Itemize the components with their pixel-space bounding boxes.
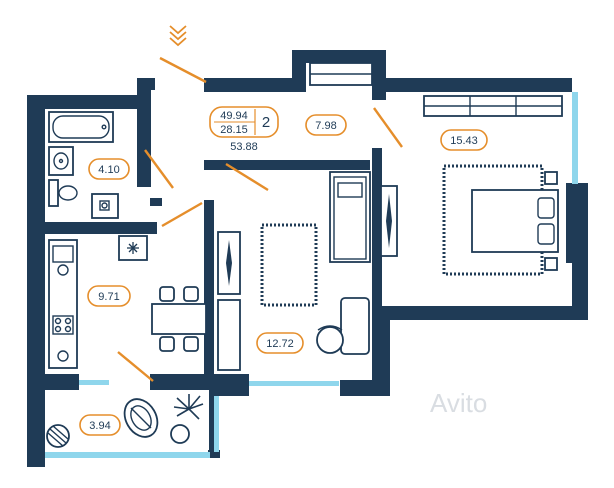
bathroom-area-label: 4.10 [88, 158, 130, 180]
balcony-ball [46, 424, 70, 448]
hall-area-label: 7.98 [305, 114, 347, 136]
balcony-area-label: 3.94 [79, 414, 121, 436]
kitchen-counter [48, 239, 78, 369]
entrance-chevron-icon [169, 25, 187, 47]
living-room-area-label: 12.72 [256, 332, 304, 354]
svg-text:7.98: 7.98 [315, 120, 336, 132]
bedroom-area-label: 15.43 [440, 129, 488, 151]
kitchen-fan-icon [118, 235, 148, 261]
outer-walls [27, 50, 588, 467]
door-swings [117, 56, 403, 382]
tv-stand-bedroom [380, 185, 398, 257]
dining-table [151, 286, 207, 352]
wardrobe-living [217, 299, 241, 371]
gross-area: 53.88 [230, 141, 258, 153]
desk-chair [316, 297, 370, 355]
washing-machine [91, 193, 119, 219]
watermark-text: Avito [430, 388, 487, 418]
interior-walls [45, 95, 382, 376]
svg-text:9.71: 9.71 [98, 291, 119, 303]
svg-text:4.10: 4.10 [98, 164, 119, 176]
bedroom-wardrobe [423, 95, 563, 117]
kitchen-area-label: 9.71 [87, 285, 131, 307]
sofa [329, 171, 371, 263]
balcony-pot [170, 424, 190, 444]
palm-plant-icon [173, 394, 204, 420]
svg-text:3.94: 3.94 [89, 420, 110, 432]
rug-living [260, 223, 318, 307]
total-area: 49.94 [220, 110, 248, 122]
sink [48, 146, 74, 176]
double-bed [471, 171, 559, 271]
rooms-count: 2 [262, 114, 270, 131]
balcony-chair [123, 398, 159, 438]
svg-text:12.72: 12.72 [266, 338, 294, 350]
summary-label: 49.94 28.15 2 [209, 106, 279, 138]
svg-text:15.43: 15.43 [450, 135, 478, 147]
living-area: 28.15 [220, 124, 248, 136]
tv-stand-left [217, 231, 241, 295]
bathtub [48, 111, 114, 143]
windows [45, 92, 578, 458]
toilet [48, 179, 78, 207]
